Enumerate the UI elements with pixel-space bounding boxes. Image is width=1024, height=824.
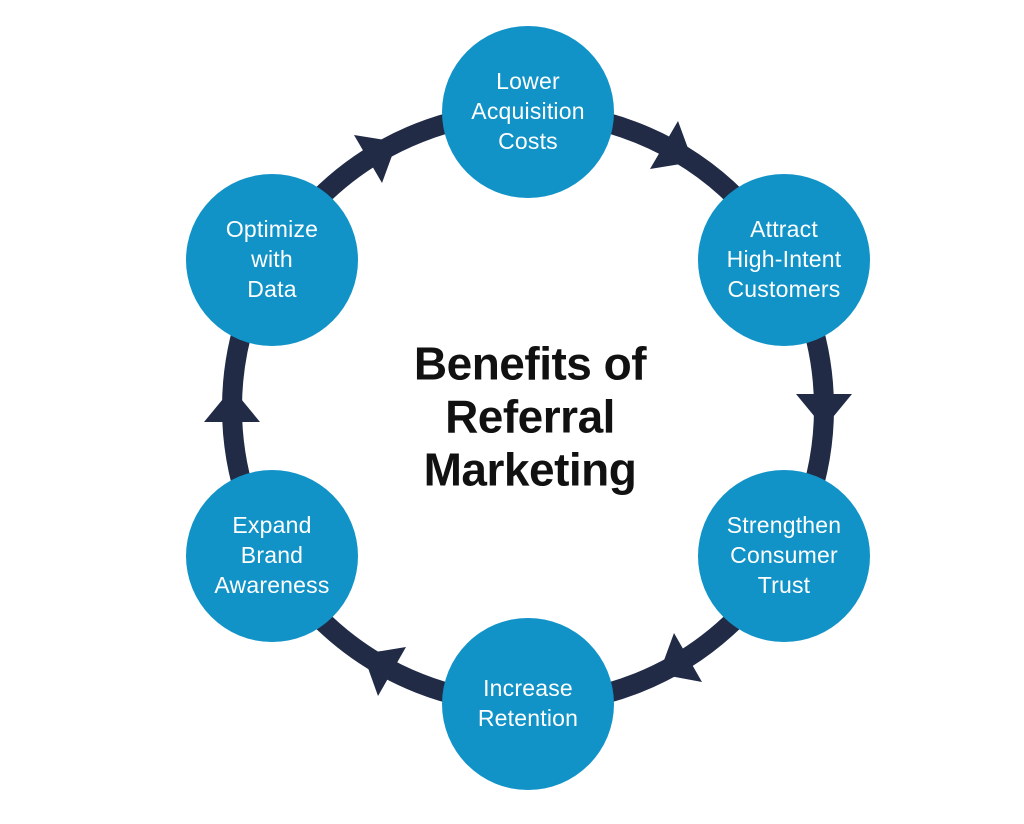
arrowhead-icon-left [204,388,260,422]
benefit-node-label: Strengthen Consumer Trust [726,512,842,598]
benefit-node-label: Increase Retention [477,675,579,731]
benefit-node-strengthen-consumer-trust: Strengthen Consumer Trust [698,470,870,642]
arrowhead-icon-top-left [354,135,397,183]
benefit-node-increase-retention: Increase Retention [442,618,614,790]
arrowhead-icon-bottom-left [363,647,406,696]
benefit-node-optimize-with-data: Optimize with Data [186,174,358,346]
benefit-node-label: Lower Acquisition Costs [471,68,585,154]
arrowhead-icon-right [796,394,852,428]
arrowhead-icon-bottom-right [659,633,702,682]
benefit-node-expand-brand-awareness: Expand Brand Awareness [186,470,358,642]
benefit-node-lower-acquisition-costs: Lower Acquisition Costs [442,26,614,198]
benefit-node-label: Expand Brand Awareness [214,512,330,598]
benefit-node-label: Attract High-Intent Customers [726,216,842,302]
benefit-node-label: Optimize with Data [225,216,319,302]
diagram-title: Benefits of Referral Marketing [413,337,647,496]
arrowhead-icon-top-right [650,121,693,169]
benefit-node-attract-high-intent-customers: Attract High-Intent Customers [698,174,870,346]
